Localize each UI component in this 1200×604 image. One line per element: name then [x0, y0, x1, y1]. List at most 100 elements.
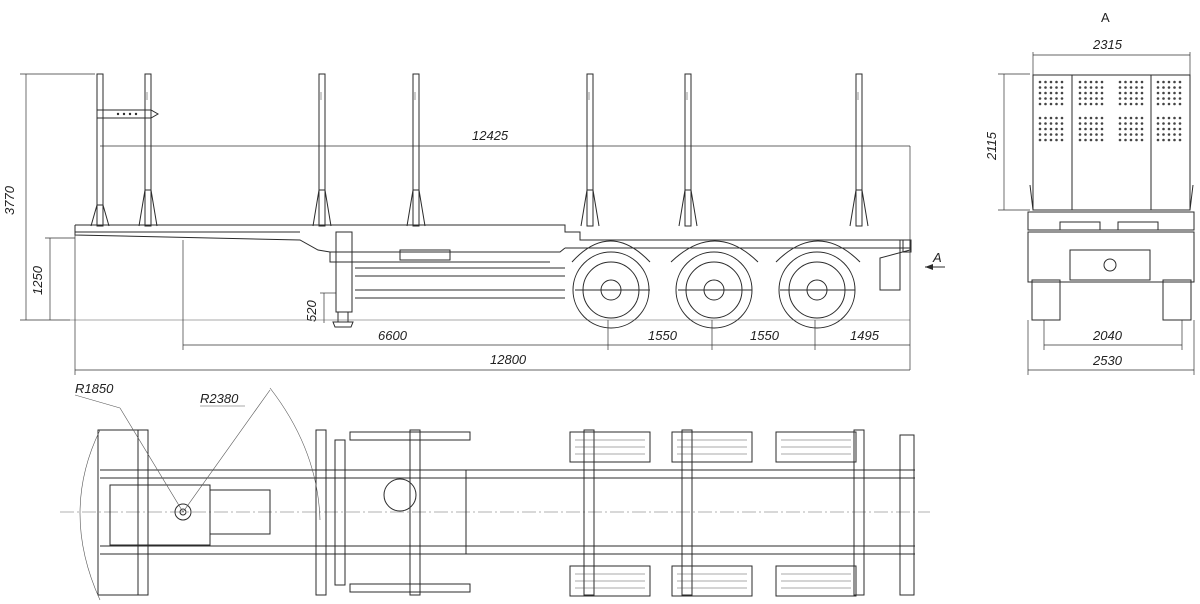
perforation-dot: [1084, 102, 1087, 106]
perforation-pattern: [1038, 80, 1182, 142]
perforation-dot: [1118, 91, 1122, 95]
perforation-dot: [1129, 97, 1133, 100]
perforation-dot: [1038, 80, 1042, 84]
perforation-dot: [1167, 91, 1171, 95]
perforation-dot: [1084, 91, 1087, 95]
perforation-dot: [1055, 116, 1058, 120]
perforation-dot: [1100, 122, 1104, 125]
perforation-dot: [1044, 97, 1047, 100]
side-view: [74, 73, 912, 329]
perforation-dot: [1049, 97, 1053, 100]
perforation-dot: [1156, 102, 1160, 106]
perforation-dot: [1173, 80, 1176, 84]
perforation-dot: [1178, 127, 1182, 131]
perforation-dot: [1089, 91, 1093, 95]
perforation-dot: [1044, 122, 1047, 125]
perforation-dot: [1129, 80, 1133, 84]
perforation-dot: [1167, 133, 1171, 136]
perforation-dot: [1055, 97, 1058, 100]
perforation-dot: [1129, 116, 1133, 120]
perforation-dot: [1129, 102, 1133, 106]
perforation-dot: [1055, 122, 1058, 125]
perforation-dot: [1162, 97, 1165, 100]
perforation-dot: [1135, 133, 1138, 136]
perforation-dot: [1100, 97, 1104, 100]
perforation-dot: [1055, 102, 1058, 106]
perforation-dot: [1089, 116, 1093, 120]
perforation-dot: [1078, 91, 1082, 95]
perforation-dot: [1060, 102, 1064, 106]
perforation-dot: [1118, 97, 1122, 100]
perforation-dot: [1078, 102, 1082, 106]
perforation-dot: [1156, 80, 1160, 84]
perforation-dot: [1124, 133, 1127, 136]
perforation-dot: [1049, 138, 1053, 142]
perforation-dot: [1095, 116, 1098, 120]
perforation-dot: [1049, 80, 1053, 84]
perforation-dot: [1129, 86, 1133, 89]
perforation-dot: [1100, 86, 1104, 89]
perforation-dot: [1140, 116, 1144, 120]
dim-2315: 2315: [1092, 37, 1123, 52]
perforation-dot: [1167, 102, 1171, 106]
perforation-dot: [1129, 133, 1133, 136]
perforation-dot: [1167, 86, 1171, 89]
perforation-dot: [1100, 133, 1104, 136]
perforation-dot: [1156, 91, 1160, 95]
side-dimensions: 3770 1250 520 12425 6600 1550 1550 1495 …: [2, 73, 945, 375]
perforation-dot: [1140, 91, 1144, 95]
perforation-dot: [1162, 86, 1165, 89]
perforation-dot: [1060, 122, 1064, 125]
perforation-dot: [1167, 138, 1171, 142]
perforation-dot: [1118, 86, 1122, 89]
perforation-dot: [1060, 97, 1064, 100]
perforation-dot: [1038, 138, 1042, 142]
perforation-dot: [1173, 97, 1176, 100]
perforation-dot: [1100, 138, 1104, 142]
perforation-dot: [1135, 127, 1138, 131]
perforation-dot: [1162, 102, 1165, 106]
perforation-dot: [1124, 80, 1127, 84]
perforation-dot: [1118, 127, 1122, 131]
view-marker-a: A: [932, 250, 942, 265]
perforation-dot: [1167, 116, 1171, 120]
perforation-dot: [1038, 133, 1042, 136]
perforation-dot: [1124, 86, 1127, 89]
perforation-dot: [1049, 133, 1053, 136]
perforation-dot: [1167, 127, 1171, 131]
perforation-dot: [1140, 102, 1144, 106]
dim-520: 520: [304, 300, 319, 322]
perforation-dot: [1095, 91, 1098, 95]
perforation-dot: [1078, 80, 1082, 84]
perforation-dot: [1140, 127, 1144, 131]
dim-12425: 12425: [472, 128, 509, 143]
perforation-dot: [1178, 133, 1182, 136]
perforation-dot: [1156, 133, 1160, 136]
perforation-dot: [1129, 122, 1133, 125]
perforation-dot: [1049, 127, 1053, 131]
dim-3770: 3770: [2, 185, 17, 215]
perforation-dot: [1167, 97, 1171, 100]
wheel-pads: [569, 431, 857, 597]
perforation-dot: [1038, 86, 1042, 89]
perforation-dot: [1100, 91, 1104, 95]
perforation-dot: [1173, 116, 1176, 120]
perforation-dot: [1095, 102, 1098, 106]
perforation-dot: [1060, 91, 1064, 95]
dim-6600: 6600: [378, 328, 408, 343]
perforation-dot: [1078, 133, 1082, 136]
perforation-dot: [1084, 122, 1087, 125]
perforation-dot: [1095, 122, 1098, 125]
perforation-dot: [1118, 138, 1122, 142]
perforation-dot: [1162, 138, 1165, 142]
perforation-dot: [1129, 91, 1133, 95]
perforation-dot: [1084, 133, 1087, 136]
view-title-a: A: [1101, 10, 1110, 25]
perforation-dot: [1049, 91, 1053, 95]
perforation-dot: [1162, 91, 1165, 95]
perforation-dot: [1118, 102, 1122, 106]
perforation-dot: [1173, 133, 1176, 136]
perforation-dot: [1049, 122, 1053, 125]
dim-1550-a: 1550: [648, 328, 678, 343]
perforation-dot: [1173, 127, 1176, 131]
